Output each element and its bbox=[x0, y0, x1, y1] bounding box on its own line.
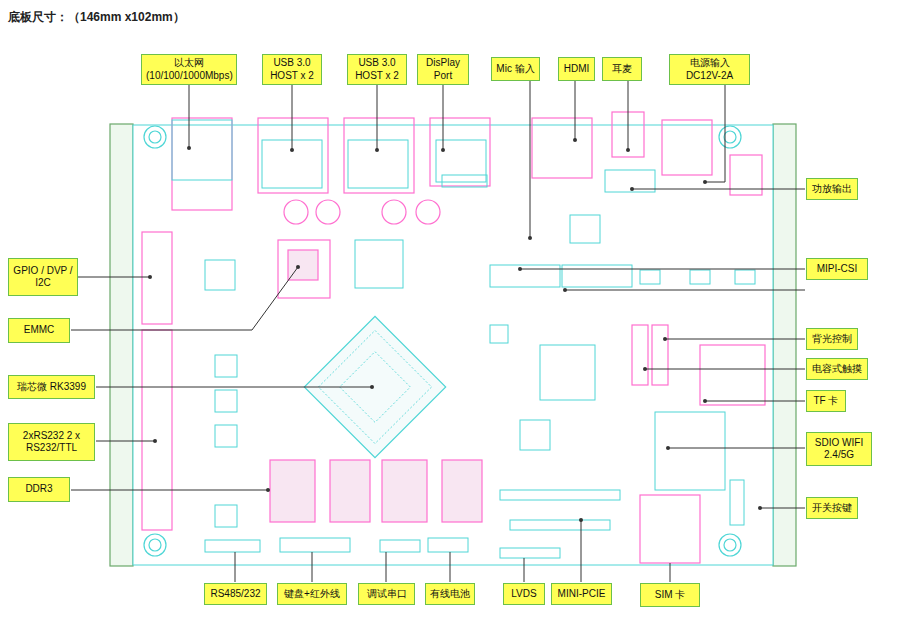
callout-box: 有线电池 bbox=[425, 583, 475, 605]
callout-box: USB 3.0 HOST x 2 bbox=[347, 54, 407, 85]
callout-box: SDIO WIFI 2.4/5G bbox=[806, 432, 872, 466]
callout-text: 开关按键 bbox=[812, 502, 852, 515]
callout-box: 2xRS232 2 x RS232/TTL bbox=[8, 423, 95, 461]
callout-text: 有线电池 bbox=[430, 588, 470, 601]
callout-text: LVDS bbox=[511, 588, 536, 601]
callout-text: 背光控制 bbox=[812, 333, 852, 346]
callout-box: MIPI-CSI bbox=[806, 258, 868, 280]
callout-box: 功放输出 bbox=[806, 178, 858, 200]
callout-box: 电源输入 DC12V-2A bbox=[669, 54, 750, 85]
board-size-title: 底板尺寸：（146mm x102mm） bbox=[8, 9, 185, 26]
callout-box: 调试串口 bbox=[358, 583, 415, 605]
callout-box: LVDS bbox=[503, 583, 545, 605]
callout-box: 键盘+红外线 bbox=[277, 583, 347, 605]
callout-box: 开关按键 bbox=[806, 497, 858, 519]
callout-text: 功放输出 bbox=[812, 183, 852, 196]
callout-box: 耳麦 bbox=[602, 57, 642, 81]
callout-box: USB 3.0 HOST x 2 bbox=[262, 54, 322, 85]
callout-text: USB 3.0 HOST x 2 bbox=[267, 57, 317, 82]
callout-box: 以太网 (10/100/1000Mbps) bbox=[141, 54, 237, 85]
callout-text: Mic 输入 bbox=[496, 63, 534, 76]
callout-box: HDMI bbox=[558, 57, 595, 81]
callout-text: MIPI-CSI bbox=[817, 263, 858, 276]
callout-text: SDIO WIFI 2.4/5G bbox=[811, 437, 867, 462]
callout-box: DisPlay Port bbox=[417, 54, 469, 85]
callout-box: 电容式触摸 bbox=[806, 358, 868, 380]
callout-box: GPIO / DVP / I2C bbox=[8, 258, 78, 296]
callout-text: SIM 卡 bbox=[655, 589, 686, 602]
callout-text: DDR3 bbox=[25, 483, 52, 496]
callout-text: RS485/232 bbox=[210, 588, 260, 601]
callout-text: HDMI bbox=[564, 63, 590, 76]
callout-text: USB 3.0 HOST x 2 bbox=[352, 57, 402, 82]
callout-box: EMMC bbox=[8, 318, 70, 343]
callout-text: 电容式触摸 bbox=[812, 363, 862, 376]
callout-text: 2xRS232 2 x RS232/TTL bbox=[16, 430, 88, 455]
callout-box: SIM 卡 bbox=[640, 583, 700, 607]
callout-box: 瑞芯微 RK3399 bbox=[8, 375, 95, 399]
callout-box: MINI-PCIE bbox=[551, 583, 612, 605]
callout-text: 瑞芯微 RK3399 bbox=[17, 381, 86, 394]
callout-text: DisPlay Port bbox=[422, 57, 464, 82]
callout-box: Mic 输入 bbox=[491, 57, 540, 81]
callout-text: EMMC bbox=[24, 324, 55, 337]
callout-box: DDR3 bbox=[8, 477, 70, 502]
callout-text: 耳麦 bbox=[612, 63, 632, 76]
callout-text: TF 卡 bbox=[814, 395, 839, 408]
callout-text: MINI-PCIE bbox=[558, 588, 606, 601]
callout-box: TF 卡 bbox=[806, 390, 846, 412]
callout-text: 以太网 (10/100/1000Mbps) bbox=[146, 57, 232, 82]
callout-text: 键盘+红外线 bbox=[284, 588, 340, 601]
callout-box: RS485/232 bbox=[204, 583, 267, 605]
callout-box: 背光控制 bbox=[806, 328, 858, 350]
callout-text: 电源输入 DC12V-2A bbox=[675, 57, 745, 82]
callout-text: 调试串口 bbox=[367, 588, 407, 601]
callout-text: GPIO / DVP / I2C bbox=[12, 265, 74, 290]
